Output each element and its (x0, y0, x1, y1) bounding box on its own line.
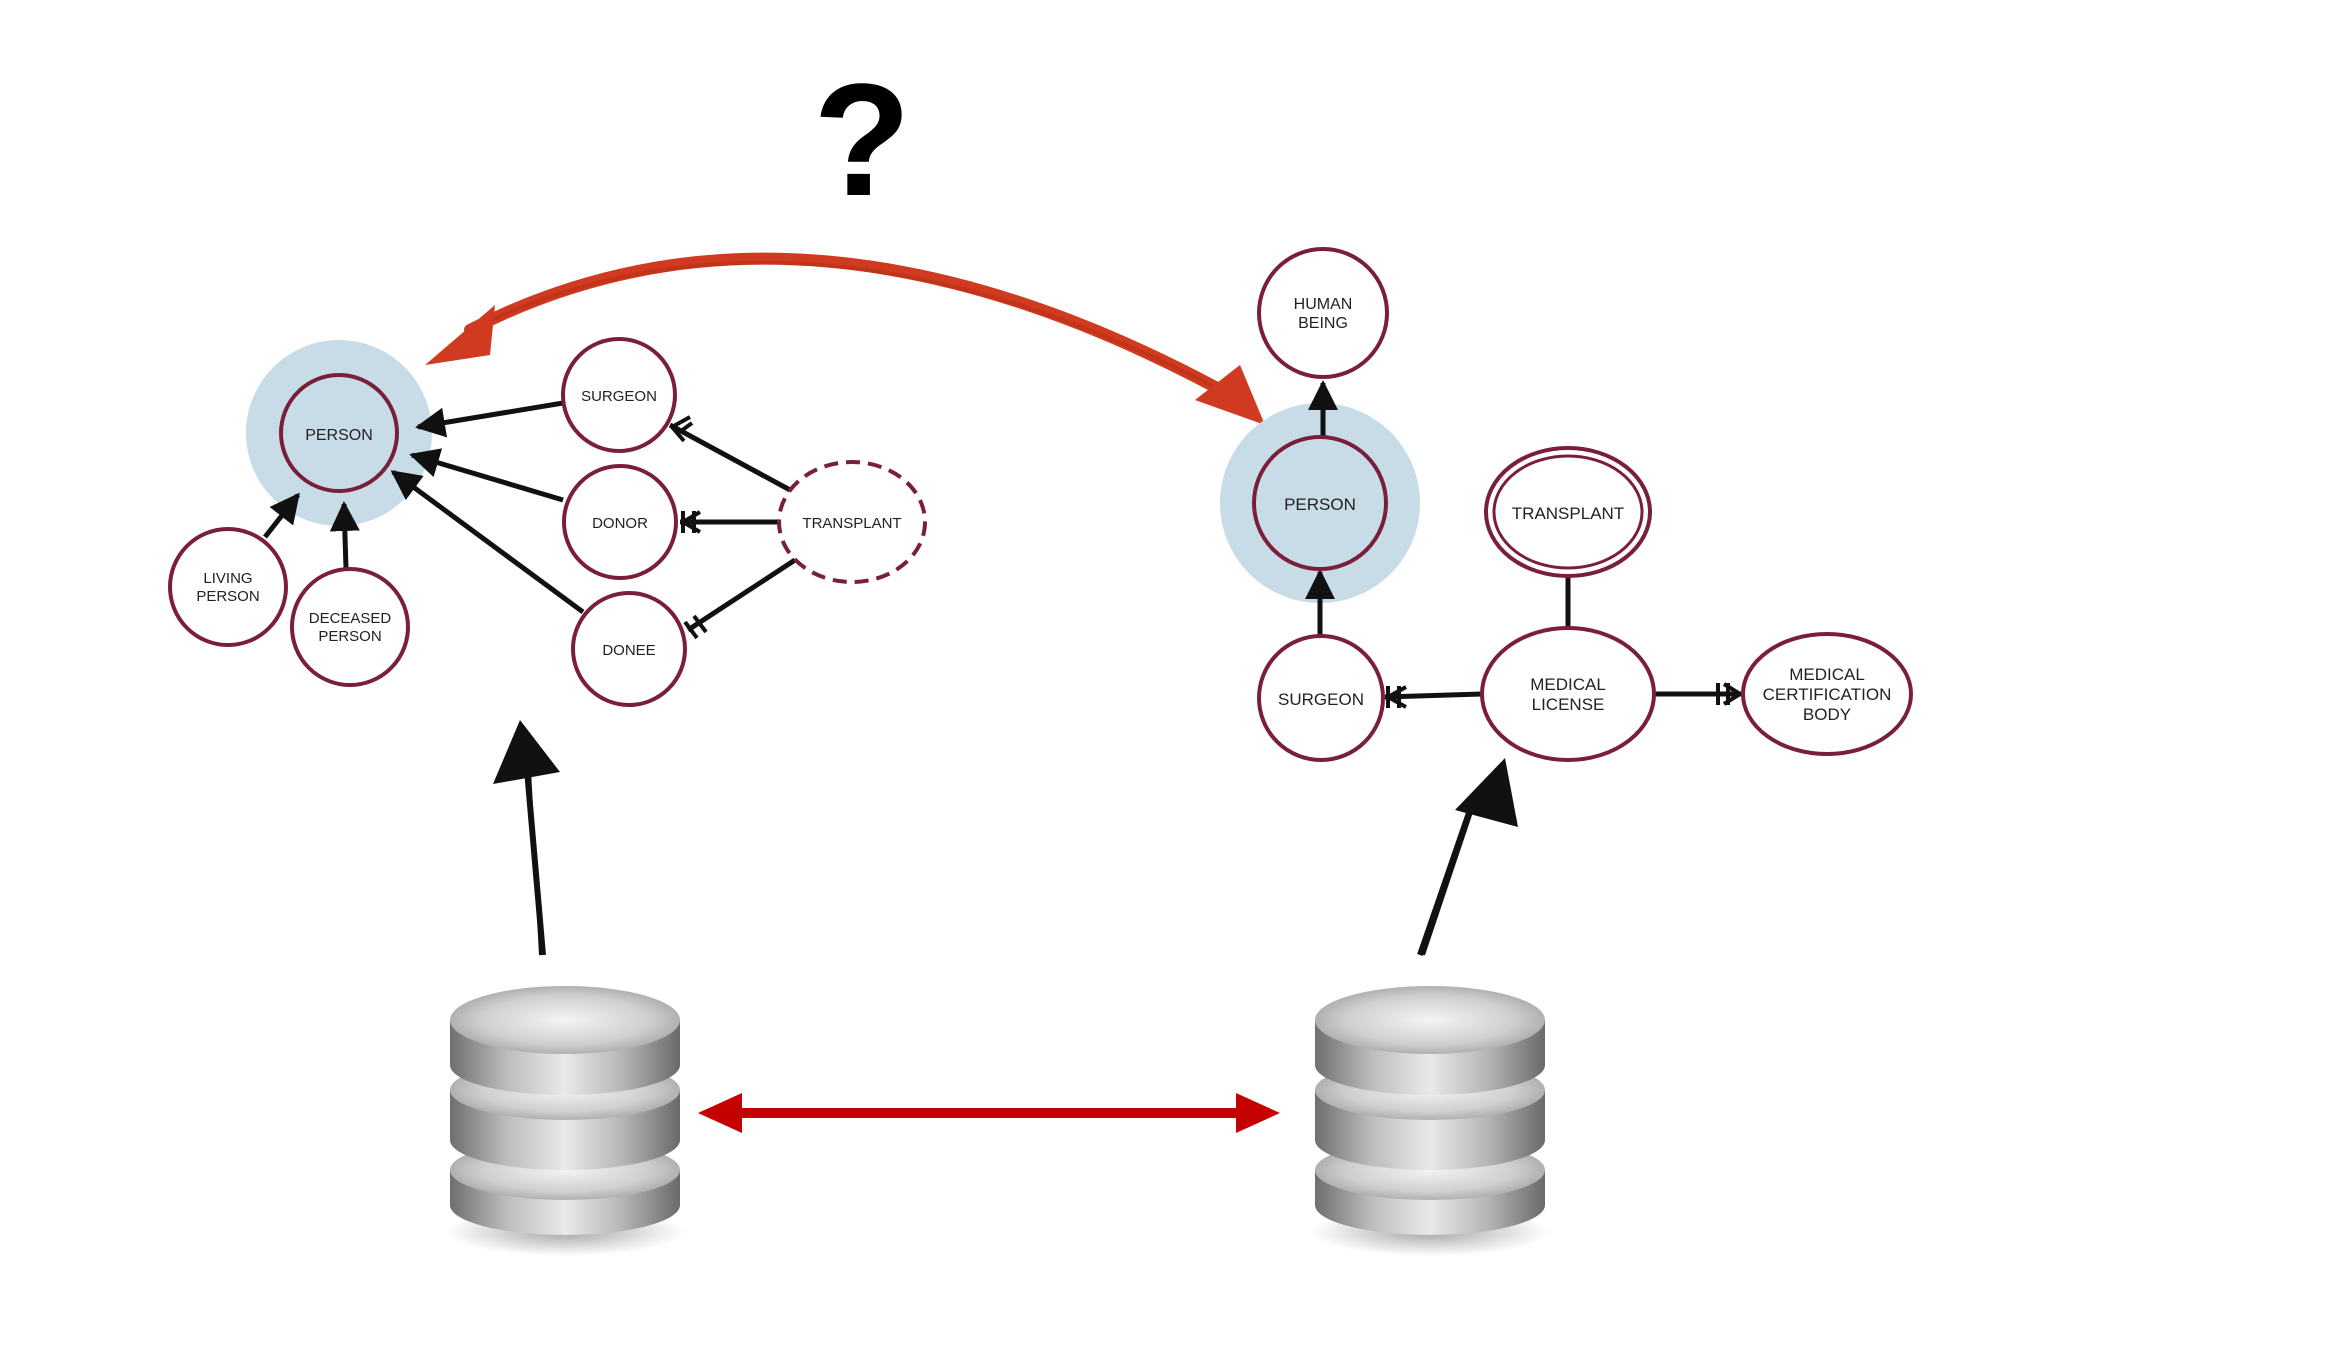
database-icon-left (445, 986, 685, 1256)
db-link-arrowhead-right (1236, 1093, 1280, 1133)
edge-surgeon-person (415, 400, 564, 438)
right-person-node[interactable]: PERSON (1252, 435, 1388, 571)
question-mark: ? (813, 50, 911, 229)
mapping-arrowhead-right (1195, 365, 1265, 425)
db-link-arrow (698, 1093, 1280, 1133)
right-surgeon-label: SURGEON (1278, 690, 1364, 709)
crowfoot-donee (683, 614, 708, 640)
left-db-arrowhead (493, 720, 560, 784)
right-transplant-node[interactable]: TRANSPLANT (1484, 446, 1652, 578)
edge-living-person (263, 492, 300, 539)
right-model: HUMAN BEING PERSON TRANSPLANT SURGEON ME… (1220, 247, 1913, 762)
db-link-arrowhead-left (698, 1093, 742, 1133)
medical-license-label-1: MEDICAL (1530, 675, 1606, 694)
living-person-label-1: LIVING (203, 570, 252, 587)
deceased-person-label-1: DECEASED (309, 610, 392, 627)
cert-body-label-3: BODY (1803, 705, 1851, 724)
cert-body-label-2: CERTIFICATION (1763, 685, 1892, 704)
left-surgeon-node[interactable]: SURGEON (561, 337, 677, 453)
crowfoot-surgeon (670, 415, 694, 443)
deceased-person-label-2: PERSON (318, 628, 381, 645)
left-donor-node[interactable]: DONOR (562, 464, 678, 580)
cert-body-label-1: MEDICAL (1789, 665, 1865, 684)
edge-donee-person (390, 469, 585, 615)
left-surgeon-label: SURGEON (581, 388, 657, 405)
left-transplant-label: TRANSPLANT (802, 515, 901, 532)
right-db-arrowhead (1455, 758, 1518, 827)
left-donee-node[interactable]: DONEE (571, 591, 687, 707)
left-db-arrow (493, 720, 560, 956)
edge-license-surgeon (1384, 691, 1483, 700)
mapping-arrowhead-left (425, 305, 495, 365)
mapping-arrow (425, 252, 1265, 425)
right-surgeon-node[interactable]: SURGEON (1257, 634, 1385, 762)
right-medical-license-node[interactable]: MEDICAL LICENSE (1480, 626, 1656, 762)
edge-transplant-donee (686, 557, 797, 633)
right-human-being-node[interactable]: HUMAN BEING (1257, 247, 1389, 379)
edge-transplant-surgeon (668, 422, 792, 493)
left-donor-label: DONOR (592, 515, 648, 532)
left-model: PERSON LIVING PERSON DECEASED PERSON SUR… (168, 337, 927, 707)
left-person-highlight (246, 340, 432, 526)
edge-deceased-person (329, 501, 360, 569)
crowfoot-right-certbody (1716, 682, 1742, 706)
right-person-label: PERSON (1284, 495, 1356, 514)
edge-donor-person (409, 448, 564, 503)
left-donee-label: DONEE (602, 642, 655, 659)
right-person-highlight (1220, 403, 1420, 603)
human-being-label-1: HUMAN (1294, 296, 1353, 313)
left-person-label: PERSON (305, 427, 373, 444)
right-certification-body-node[interactable]: MEDICAL CERTIFICATION BODY (1741, 632, 1913, 756)
right-transplant-label: TRANSPLANT (1512, 504, 1624, 523)
living-person-label-2: PERSON (196, 588, 259, 605)
database-icon-right (1310, 986, 1550, 1256)
left-transplant-node[interactable]: TRANSPLANT (777, 460, 927, 584)
crowfoot-donor (681, 510, 702, 534)
left-living-person-node[interactable]: LIVING PERSON (168, 527, 288, 647)
crowfoot-right-surgeon (1386, 685, 1407, 709)
right-db-arrow (1417, 758, 1518, 956)
left-person-node[interactable]: PERSON (279, 373, 399, 493)
left-deceased-person-node[interactable]: DECEASED PERSON (290, 567, 410, 687)
human-being-label-2: BEING (1298, 315, 1348, 332)
medical-license-label-2: LICENSE (1532, 695, 1605, 714)
